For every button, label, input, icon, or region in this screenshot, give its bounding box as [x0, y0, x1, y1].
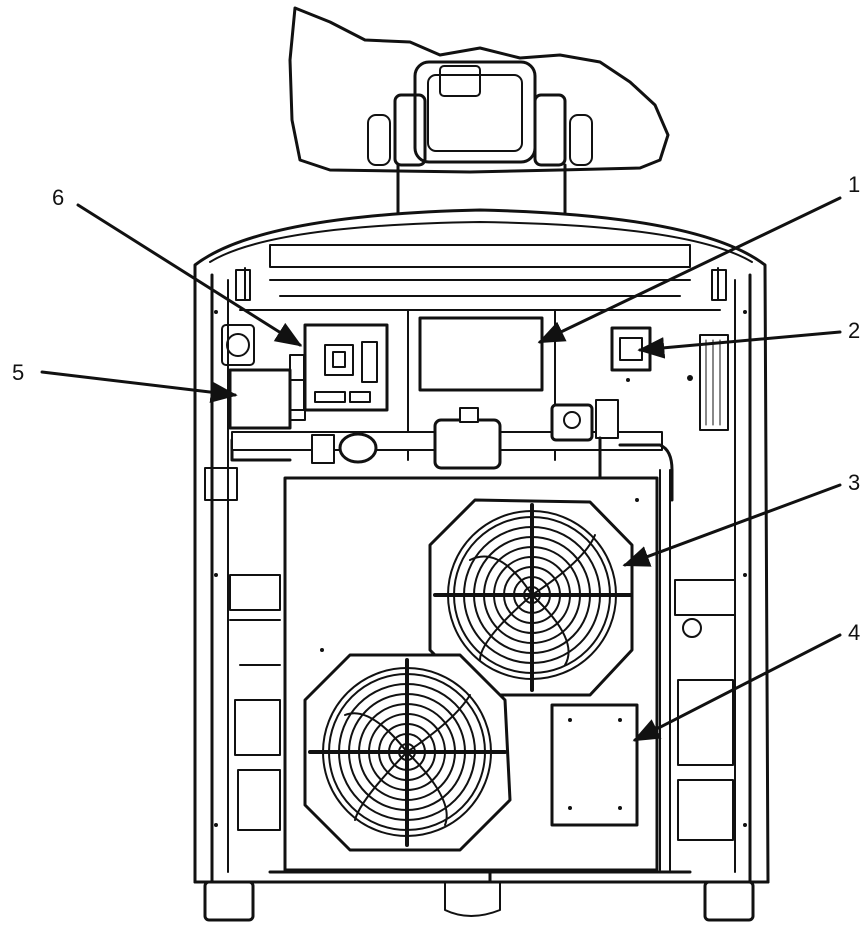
callout-1-label: 1 — [848, 172, 860, 197]
leader-line-1 — [537, 196, 842, 344]
right-side-internals — [674, 334, 736, 841]
refrigerant-piping — [230, 399, 674, 871]
leader-line-3 — [622, 483, 842, 567]
callout-3-label: 3 — [848, 470, 860, 495]
lower-fan — [303, 653, 512, 852]
item-4-cover-plate — [550, 703, 639, 827]
callout-2-label: 2 — [848, 318, 860, 343]
leader-line-6 — [76, 203, 303, 347]
item-5-electrical-box — [228, 368, 306, 430]
leader-line-4 — [632, 633, 842, 742]
item-6-control-board — [289, 323, 389, 412]
callout-5-label: 5 — [12, 360, 24, 385]
item-1-panel — [407, 309, 556, 461]
callout-numbers: 1 2 3 4 5 6 — [12, 172, 860, 645]
leader-line-5 — [40, 370, 238, 403]
left-side-internals — [204, 324, 281, 831]
callout-4-label: 4 — [848, 620, 860, 645]
top-handle-cover — [288, 6, 670, 217]
item-3-upper-fan — [428, 498, 634, 697]
callout-6-label: 6 — [52, 185, 64, 210]
leader-line-2 — [637, 330, 842, 359]
callout-leaders — [40, 196, 842, 742]
